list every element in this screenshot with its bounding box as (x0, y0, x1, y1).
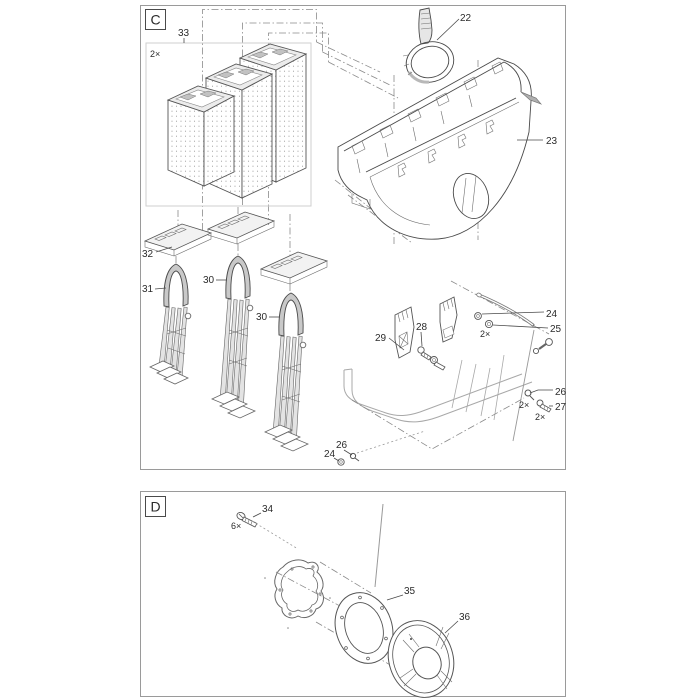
callout-22: 22 (460, 13, 472, 24)
screw-28 (417, 346, 432, 361)
qty-label-34: 6× (231, 521, 241, 531)
screw-part-34 (236, 511, 299, 550)
clip-part-29 (394, 306, 415, 359)
housing-floor-clips (397, 119, 495, 178)
qty-label-33: 2× (150, 49, 160, 59)
panel-d-border (140, 491, 566, 697)
panel-c-callouts: 2× 33 22 23 32 31 30 30 29 28 24 25 2× (142, 13, 567, 462)
screw-24-top (474, 312, 482, 320)
screw-24-bottom (337, 458, 345, 466)
support-stand-part-30-middle (211, 255, 256, 419)
panel-d: D (140, 491, 566, 698)
lower-tub-rim (343, 329, 535, 450)
housing-ribs (351, 61, 504, 174)
holder-plate (206, 211, 276, 245)
callout-32: 32 (142, 249, 154, 260)
flange-part-35 (334, 592, 394, 664)
holder-plate (143, 223, 213, 257)
callout-30-right: 30 (256, 312, 268, 323)
filter-foam-blocks-part-33 (166, 43, 308, 199)
clip-part-28-bracket (439, 296, 458, 343)
pipe-part (450, 280, 550, 335)
panel-d-callouts: 34 6× 35 36 (231, 504, 471, 634)
qty-label-27: 2× (535, 412, 545, 422)
callout-27: 27 (555, 402, 567, 413)
callout-28: 28 (416, 322, 428, 333)
callout-25: 25 (550, 324, 562, 335)
qty-label-26: 2× (519, 400, 529, 410)
gasket-part (264, 559, 331, 629)
support-stand-part-30-right (264, 292, 309, 452)
screw-27 (536, 399, 552, 413)
housing-part-23 (337, 57, 543, 240)
callout-26-bottom: 26 (336, 440, 348, 451)
callout-33: 33 (178, 28, 190, 39)
callout-35: 35 (404, 586, 416, 597)
support-stand-part-31 (149, 263, 192, 385)
screw-and-nut-right (532, 338, 553, 355)
callout-30-middle: 30 (203, 275, 215, 286)
panel-c-border (140, 5, 566, 470)
panel-c-letter: C (150, 12, 160, 28)
screw-bolt (430, 356, 446, 371)
callout-26-right: 26 (555, 387, 567, 398)
housing-hook (520, 91, 543, 105)
callout-24-top: 24 (546, 309, 558, 320)
holder-plate (259, 251, 329, 285)
cover-part-36 (387, 620, 455, 698)
callout-34: 34 (262, 504, 274, 515)
panel-d-letter-box (145, 496, 166, 517)
callout-23: 23 (546, 136, 558, 147)
callout-36: 36 (459, 612, 471, 623)
callout-24-bottom: 24 (324, 449, 336, 460)
clip-26-right (524, 389, 535, 401)
foam-set-group-box (145, 42, 312, 207)
clamp-part-22 (402, 7, 455, 84)
clip-26-bottom (349, 430, 426, 462)
panel-c: C (140, 5, 567, 470)
qty-label-24-25: 2× (480, 329, 490, 339)
screw-25 (484, 319, 494, 329)
foam-holder-plates-part-32 (143, 211, 329, 285)
callout-31: 31 (142, 284, 154, 295)
callout-29: 29 (375, 333, 387, 344)
panel-d-letter: D (150, 499, 160, 515)
panel-c-letter-box (145, 9, 166, 30)
